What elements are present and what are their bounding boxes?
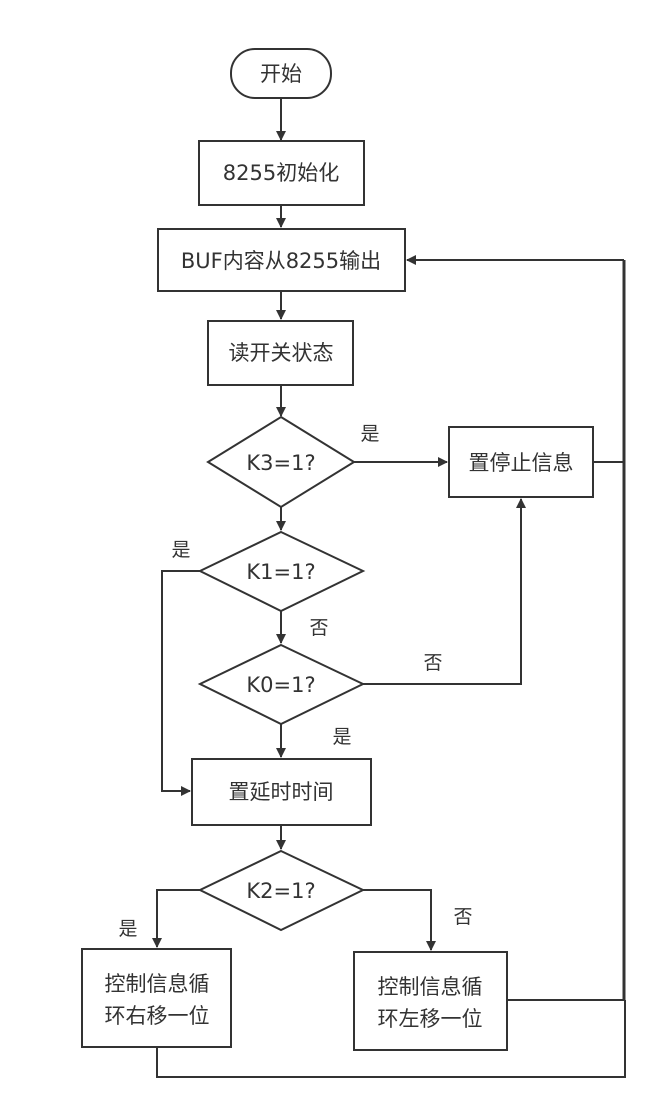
label-k0-no: 否 — [423, 652, 442, 674]
node-init: 8255初始化 — [198, 140, 365, 206]
process-shape — [353, 951, 508, 1051]
node-delay-label: 置延时时间 — [229, 780, 334, 804]
decision-shape — [197, 530, 366, 613]
process-shape — [191, 758, 372, 826]
terminator-shape — [230, 48, 332, 99]
node-init-label: 8255初始化 — [223, 161, 339, 185]
node-read-label: 读开关状态 — [229, 341, 334, 365]
label-k2-yes: 是 — [118, 918, 137, 940]
node-left-shift-line1: 控制信息循 — [378, 975, 483, 999]
node-left-shift-line2: 环左移一位 — [378, 1007, 483, 1031]
node-delay: 置延时时间 — [191, 758, 372, 826]
edge-labels: 是 是 否 否 是 是 否 — [118, 423, 472, 940]
process-shape — [448, 426, 594, 498]
decision-shape — [197, 643, 366, 726]
node-stop: 置停止信息 — [448, 426, 594, 498]
node-right-shift-line2: 环右移一位 — [105, 1004, 210, 1028]
label-k0-yes: 是 — [332, 726, 351, 748]
node-start-label: 开始 — [260, 62, 302, 86]
node-start: 开始 — [230, 48, 332, 99]
node-output-label: BUF内容从8255输出 — [181, 249, 381, 273]
label-k2-no: 否 — [453, 906, 472, 928]
edges — [152, 98, 626, 1078]
label-k3-yes: 是 — [360, 423, 379, 445]
node-stop-label: 置停止信息 — [469, 451, 574, 475]
node-output: BUF内容从8255输出 — [157, 228, 406, 292]
decision-shape — [206, 415, 356, 509]
process-shape — [81, 948, 232, 1048]
edge-k1-to-delay — [161, 570, 200, 796]
edge-k2-to-right — [152, 889, 200, 948]
process-shape — [198, 140, 365, 206]
process-shape — [157, 228, 406, 292]
node-k1-label: K1=1? — [246, 560, 315, 584]
label-k1-no: 否 — [309, 617, 328, 639]
edge-k0-to-stop — [363, 498, 526, 685]
node-left-shift: 控制信息循 环左移一位 — [353, 951, 508, 1051]
edge-k2-to-left — [363, 889, 436, 951]
node-right-shift: 控制信息循 环右移一位 — [81, 948, 232, 1048]
process-shape — [207, 320, 354, 386]
label-k1-yes: 是 — [171, 539, 190, 561]
node-k1: K1=1? — [197, 530, 366, 613]
edge-right-to-trunk — [156, 1000, 626, 1078]
node-k3-label: K3=1? — [246, 451, 315, 475]
nodes: 开始 8255初始化 BUF内容从8255输出 读开关状态 K3=1? 置停止信… — [81, 48, 594, 1051]
node-k2: K2=1? — [197, 849, 366, 932]
node-k2-label: K2=1? — [246, 879, 315, 903]
node-k3: K3=1? — [206, 415, 356, 509]
decision-shape — [197, 849, 366, 932]
node-read: 读开关状态 — [207, 320, 354, 386]
node-k0-label: K0=1? — [246, 673, 315, 697]
node-k0: K0=1? — [197, 643, 366, 726]
node-right-shift-line1: 控制信息循 — [105, 972, 210, 996]
